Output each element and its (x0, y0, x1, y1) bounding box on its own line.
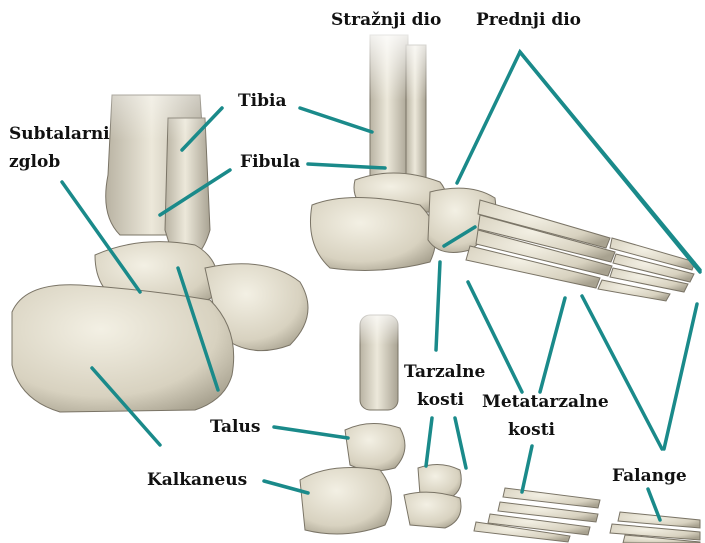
leader-falange-2 (664, 304, 697, 449)
label-subtalarni-line2: zglob (9, 152, 60, 173)
label-prednji-dio: Prednji dio (476, 10, 581, 31)
leader-metatarzalne-down (522, 446, 532, 492)
label-talus: Talus (210, 417, 260, 438)
lateral-calcaneus-bone (310, 198, 435, 271)
leader-tarzalne-b (426, 418, 432, 466)
label-kalkaneus: Kalkaneus (147, 470, 247, 491)
leader-tarzalne-c (455, 418, 466, 468)
label-tarzalne-line2: kosti (417, 390, 464, 411)
exploded-calcaneus-bone (300, 468, 391, 534)
label-fibula: Fibula (240, 152, 300, 173)
leader-metatarzalne-up2 (540, 298, 565, 392)
label-tibia: Tibia (238, 91, 286, 112)
label-subtalarni-line1: Subtalarni (9, 124, 110, 145)
label-tarzalne-line1: Tarzalne (404, 362, 485, 383)
leader-tibia-right (300, 108, 372, 132)
leader-tarzalne-up (436, 262, 440, 350)
exploded-tarsal-bones (404, 464, 461, 528)
exploded-metatarsal-bones (474, 488, 600, 542)
leader-talus-right (274, 427, 348, 438)
leader-falange (582, 296, 662, 449)
left-calcaneus-bone (12, 285, 234, 412)
exploded-phalanx-bones (610, 512, 700, 543)
label-straznji-dio: Stražnji dio (331, 10, 441, 31)
exploded-talus-bone (345, 423, 405, 470)
exploded-bones (300, 300, 700, 543)
label-falange: Falange (612, 466, 687, 487)
label-metatarzalne-line1: Metatarzalne (482, 392, 609, 413)
label-metatarzalne-line2: kosti (508, 420, 555, 441)
lateral-metatarsal-bones (466, 200, 615, 288)
lateral-foot-bones (310, 20, 695, 301)
